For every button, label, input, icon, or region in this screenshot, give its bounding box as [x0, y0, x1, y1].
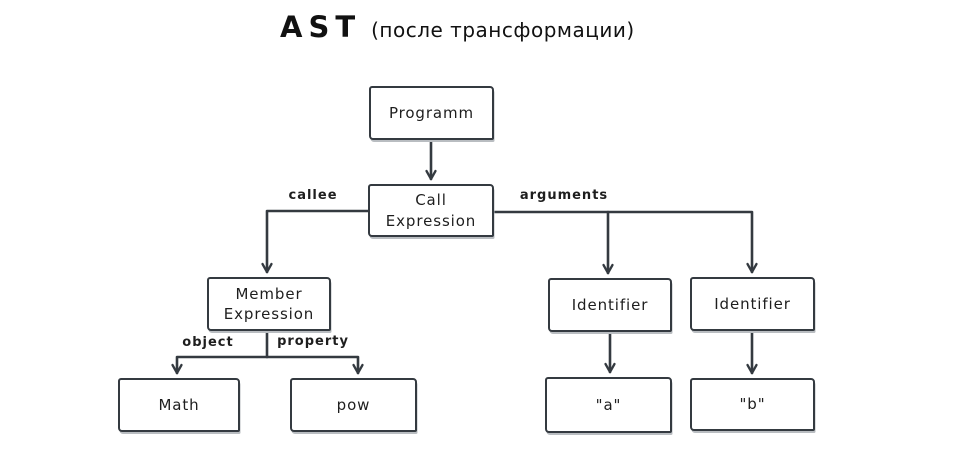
edge-label-property: property	[277, 334, 349, 349]
node-literal-a-label: "a"	[595, 395, 622, 414]
node-pow: pow	[290, 378, 417, 432]
node-member-expression-label: Member Expression	[223, 284, 315, 323]
edge-label-object: object	[182, 335, 234, 350]
node-member-expression: Member Expression	[207, 277, 331, 331]
node-literal-a: "a"	[545, 377, 672, 433]
node-identifier-right-label: Identifier	[714, 294, 791, 313]
edge-property	[265, 355, 364, 375]
node-pow-label: pow	[336, 395, 371, 414]
node-literal-b: "b"	[690, 378, 815, 431]
node-math-label: Math	[158, 395, 200, 414]
node-identifier-left: Identifier	[548, 278, 672, 332]
node-identifier-left-label: Identifier	[571, 295, 649, 314]
node-call-expression-label: Call Expression	[385, 191, 477, 230]
edge-label-callee: callee	[288, 188, 338, 203]
node-programm: Programm	[369, 86, 494, 140]
diagram-title: AST (после трансформации)	[280, 10, 635, 44]
node-math: Math	[118, 378, 240, 432]
title-heading: AST	[280, 10, 362, 44]
node-literal-b-label: "b"	[739, 395, 766, 414]
edge-object	[171, 329, 269, 375]
edge-label-arguments: arguments	[519, 188, 609, 203]
node-programm-label: Programm	[388, 103, 475, 122]
edge-callee	[261, 209, 370, 274]
node-identifier-right: Identifier	[690, 277, 815, 331]
node-call-expression: Call Expression	[368, 184, 494, 237]
title-subtitle: (после трансформации)	[371, 18, 635, 42]
edge-arguments-to-identifier-right	[492, 210, 758, 274]
